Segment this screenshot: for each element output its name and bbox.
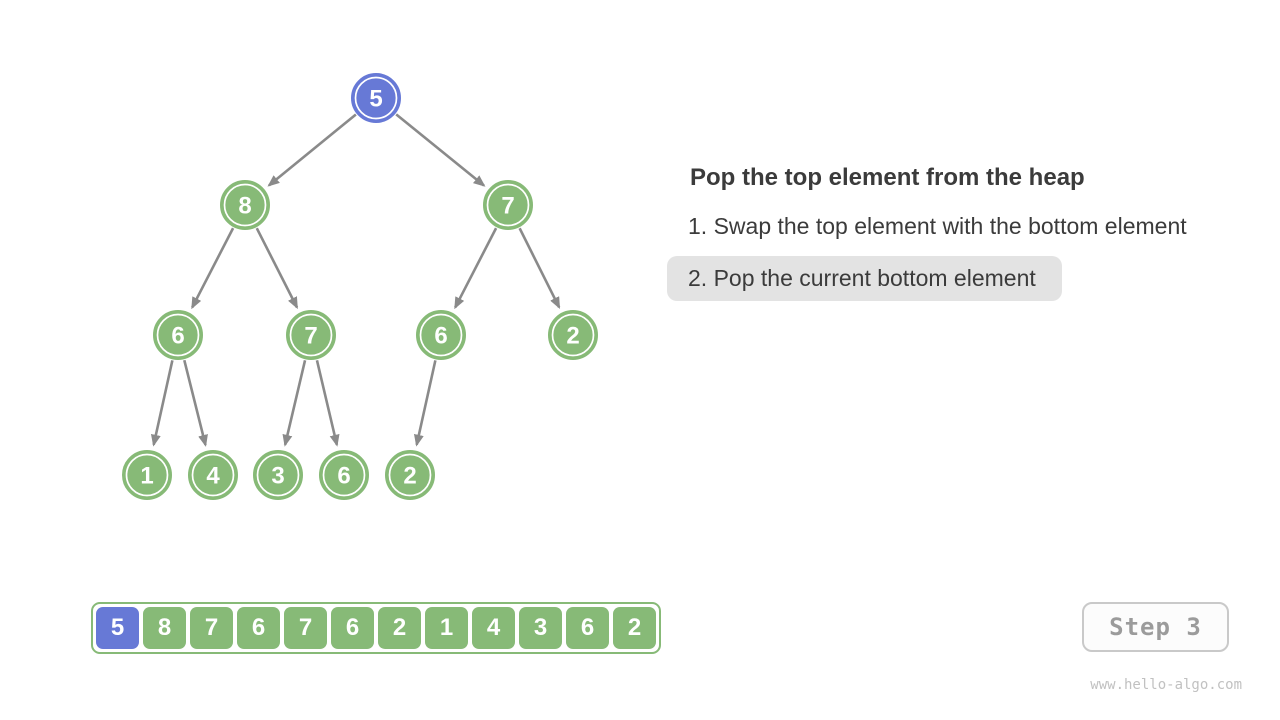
tree-edge	[267, 113, 357, 187]
tree-node-value: 3	[271, 463, 284, 490]
array-cell: 7	[284, 607, 327, 649]
tree-node-value: 2	[403, 463, 416, 490]
array-cell: 2	[613, 607, 656, 649]
array-cell: 5	[96, 607, 139, 649]
array-cell: 2	[378, 607, 421, 649]
tree-node-value: 6	[337, 463, 350, 490]
tree-edge	[518, 227, 561, 310]
tree-node-value: 5	[369, 86, 382, 113]
tree-node-value: 7	[501, 193, 514, 220]
tree-edge	[282, 360, 307, 447]
tree-node: 3	[253, 450, 303, 500]
tree-node-value: 4	[206, 463, 220, 490]
explanation-steps: 1. Swap the top element with the bottom …	[667, 204, 1213, 308]
array-cell: 4	[472, 607, 515, 649]
tree-node: 8	[220, 180, 270, 230]
tree-edge	[454, 227, 498, 310]
tree-node: 4	[188, 450, 238, 500]
tree-node: 2	[385, 450, 435, 500]
tree-node: 2	[548, 310, 598, 360]
array-cell: 7	[190, 607, 233, 649]
tree-node: 7	[483, 180, 533, 230]
tree-nodes: 5 8 7 6 7 6 2 1 4 3 6 2	[122, 73, 598, 500]
array-cell: 8	[143, 607, 186, 649]
tree-edge	[183, 359, 208, 447]
tree-node: 6	[416, 310, 466, 360]
tree-edge	[395, 113, 486, 187]
array-cell: 1	[425, 607, 468, 649]
tree-edge	[413, 360, 437, 447]
tree-node-value: 2	[566, 323, 579, 350]
tree-node-value: 6	[171, 323, 184, 350]
tree-node: 5	[351, 73, 401, 123]
tree-edge	[191, 227, 235, 310]
explanation-step-2: 2. Pop the current bottom element	[667, 256, 1062, 301]
tree-node-value: 7	[304, 323, 317, 350]
heap-tree-diagram: 5 8 7 6 7 6 2 1 4 3 6 2	[122, 73, 598, 500]
tree-node-value: 8	[238, 193, 251, 220]
tree-node: 6	[153, 310, 203, 360]
array-cell: 6	[566, 607, 609, 649]
tree-node: 1	[122, 450, 172, 500]
array-cell: 6	[331, 607, 374, 649]
step-badge: Step 3	[1082, 602, 1229, 652]
tree-node-value: 1	[140, 463, 153, 490]
tree-edge	[255, 227, 299, 310]
tree-edge	[315, 360, 340, 447]
explanation-step-1: 1. Swap the top element with the bottom …	[688, 213, 1187, 239]
array-cell: 3	[519, 607, 562, 649]
tree-edge	[150, 360, 174, 447]
tree-edges	[150, 113, 561, 447]
explanation-heading: Pop the top element from the heap	[690, 164, 1085, 191]
tree-node-value: 6	[434, 323, 447, 350]
array-cell: 6	[237, 607, 280, 649]
tree-node: 7	[286, 310, 336, 360]
watermark-text: www.hello-algo.com	[1090, 677, 1242, 693]
tree-node: 6	[319, 450, 369, 500]
